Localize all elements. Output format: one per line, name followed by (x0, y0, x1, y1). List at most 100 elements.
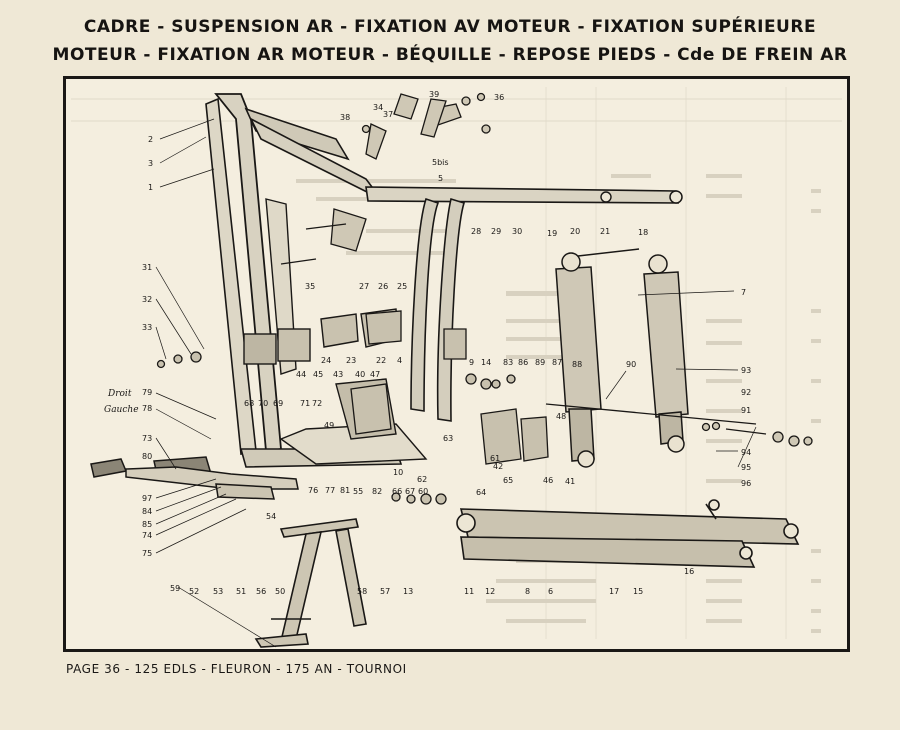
callout-70: 70 (258, 399, 268, 408)
callout-65: 65 (503, 476, 513, 485)
callout-11: 11 (464, 587, 474, 596)
callout-21: 21 (600, 227, 610, 236)
callout-30: 30 (512, 227, 522, 236)
callout-69: 69 (273, 399, 283, 408)
callout-44: 44 (296, 370, 306, 379)
callout-62: 62 (417, 475, 427, 484)
callout-23: 23 (346, 356, 356, 365)
callout-80: 80 (142, 452, 152, 461)
callout-49: 49 (324, 421, 334, 430)
callout-39: 39 (429, 90, 439, 99)
callout-68: 68 (244, 399, 254, 408)
callout-5bis: 5bis (432, 158, 449, 167)
callout-94: 94 (741, 448, 751, 457)
brake-rod-parts (545, 403, 813, 447)
callout-41: 41 (565, 477, 575, 486)
callout-6: 6 (548, 587, 553, 596)
callout-95: 95 (741, 463, 751, 472)
callout-54: 54 (266, 512, 276, 521)
callout-64: 64 (476, 488, 486, 497)
callout-63: 63 (443, 434, 453, 443)
callout-87: 87 (552, 358, 562, 367)
callout-67: 67 (405, 487, 415, 496)
rear-engine-mount-plates (156, 310, 549, 505)
callout-75: 75 (142, 549, 152, 558)
exploded-parts-diagram: 1 2 3 4 5 5bis 6 7 8 9 10 11 12 13 14 15… (71, 87, 842, 648)
callout-10: 10 (393, 468, 403, 477)
callout-92: 92 (741, 388, 751, 397)
callout-90: 90 (626, 360, 636, 369)
callout-16: 16 (684, 567, 694, 576)
callout-15: 15 (633, 587, 643, 596)
callout-7: 7 (741, 288, 746, 297)
callout-59: 59 (170, 584, 180, 593)
center-stand-bequille (254, 518, 367, 648)
callout-43: 43 (333, 370, 343, 379)
label-gauche: Gauche (104, 405, 139, 415)
callout-51: 51 (236, 587, 246, 596)
callout-91: 91 (741, 406, 751, 415)
rear-swinging-arm (456, 499, 800, 568)
footrests-and-brake-pedal (90, 456, 299, 500)
callout-55: 55 (353, 487, 363, 496)
callout-26: 26 (378, 282, 388, 291)
page-footer: PAGE 36 - 125 EDLS - FLEURON - 175 AN - … (66, 662, 407, 676)
callout-40: 40 (355, 370, 365, 379)
callout-97: 97 (142, 494, 152, 503)
callout-29: 29 (491, 227, 501, 236)
frame-cadre (205, 93, 683, 468)
callout-5: 5 (438, 174, 443, 183)
callout-37: 37 (383, 110, 393, 119)
callout-46: 46 (543, 476, 553, 485)
callout-28: 28 (471, 227, 481, 236)
callout-8: 8 (525, 587, 530, 596)
upper-engine-mount-parts (280, 92, 491, 265)
label-droit: Droit (107, 389, 132, 399)
callout-76: 76 (308, 486, 318, 495)
callout-60: 60 (418, 487, 428, 496)
callout-96: 96 (741, 479, 751, 488)
callout-14: 14 (481, 358, 491, 367)
callout-47: 47 (370, 370, 380, 379)
callout-93: 93 (741, 366, 751, 375)
callout-86: 86 (518, 358, 528, 367)
callout-4: 4 (397, 356, 402, 365)
callout-81: 81 (340, 486, 350, 495)
callout-18: 18 (638, 228, 648, 237)
callout-48: 48 (556, 412, 566, 421)
callout-25: 25 (397, 282, 407, 291)
callout-85: 85 (142, 520, 152, 529)
callout-58: 58 (357, 587, 367, 596)
callout-50: 50 (275, 587, 285, 596)
callout-1: 1 (148, 183, 153, 192)
callout-72: 72 (312, 399, 322, 408)
callout-82: 82 (372, 487, 382, 496)
callout-31: 31 (142, 263, 152, 272)
page-title-line-1: CADRE - SUSPENSION AR - FIXATION AV MOTE… (83, 17, 817, 37)
callout-77: 77 (325, 486, 335, 495)
callout-33: 33 (142, 323, 152, 332)
callout-36: 36 (494, 93, 504, 102)
callout-17: 17 (609, 587, 619, 596)
callout-42: 42 (493, 462, 503, 471)
callout-2: 2 (148, 135, 153, 144)
callout-35: 35 (305, 282, 315, 291)
callout-13: 13 (403, 587, 413, 596)
callout-53: 53 (213, 587, 223, 596)
leader-lines (155, 118, 757, 648)
callout-74: 74 (142, 531, 152, 540)
callout-24: 24 (321, 356, 331, 365)
callout-9: 9 (469, 358, 474, 367)
callout-45: 45 (313, 370, 323, 379)
callout-79: 79 (142, 388, 152, 397)
callout-numbers: 1 2 3 4 5 5bis 6 7 8 9 10 11 12 13 14 15… (104, 90, 751, 596)
callout-12: 12 (485, 587, 495, 596)
rear-shock-absorbers (555, 248, 689, 468)
exploded-diagram-frame: 1 2 3 4 5 5bis 6 7 8 9 10 11 12 13 14 15… (63, 76, 850, 652)
callout-22: 22 (376, 356, 386, 365)
callout-71: 71 (300, 399, 310, 408)
callout-73: 73 (142, 434, 152, 443)
callout-83: 83 (503, 358, 513, 367)
callout-32: 32 (142, 295, 152, 304)
callout-88: 88 (572, 360, 582, 369)
